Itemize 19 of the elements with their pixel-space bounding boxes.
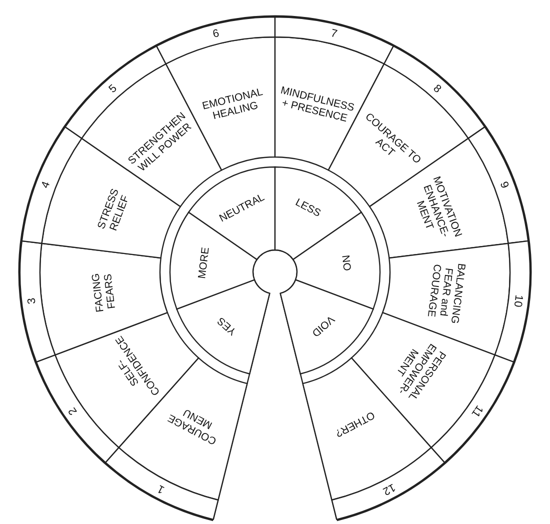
sector-number: 9 <box>496 178 512 192</box>
sector-number: 3 <box>24 296 39 307</box>
sector-number: 1 <box>154 480 168 498</box>
sector-number: 11 <box>468 402 486 421</box>
sector-number: 7 <box>328 26 339 42</box>
sector-number: 5 <box>105 80 120 98</box>
sector-number: 6 <box>211 26 222 42</box>
inner-sector <box>280 279 374 374</box>
ring-label: LESS <box>292 196 324 222</box>
sector-number: 4 <box>38 178 54 192</box>
sector-number: 10 <box>511 293 526 310</box>
sector-number: 2 <box>65 404 81 419</box>
ring-label: MORE <box>194 246 212 282</box>
sector-number: 8 <box>430 80 445 98</box>
inner-sector <box>176 279 270 374</box>
sector-label: FACING FEARS <box>88 272 120 316</box>
sector-label: BALANCING FEAR and COURAGE <box>424 262 468 327</box>
sector-number: 12 <box>380 479 399 499</box>
ring-label: NO <box>338 254 354 274</box>
